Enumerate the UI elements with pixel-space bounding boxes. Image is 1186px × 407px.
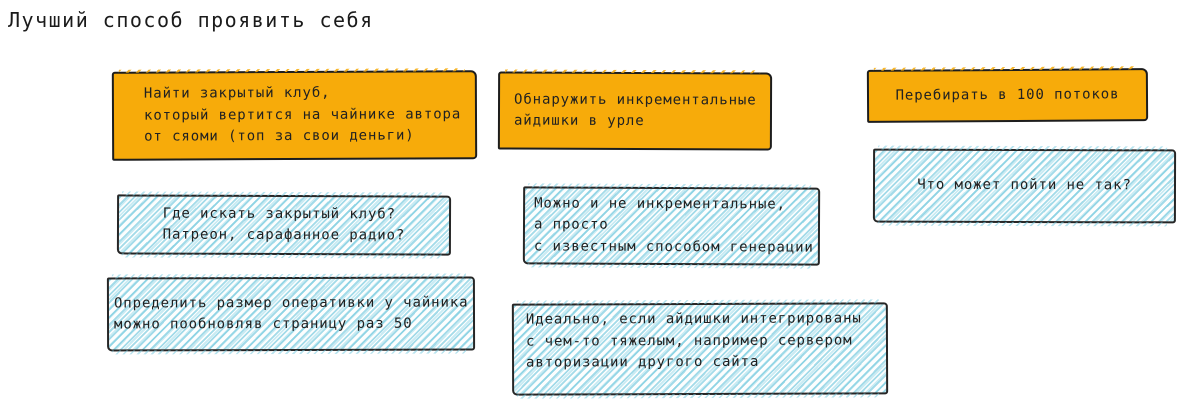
note-ids-integrated-with-heavy-backend[interactable]: Идеально, если айдишки интегрированы с ч… [511, 302, 889, 396]
note-text: Где искать закрытый клуб? Патреон, сараф… [162, 205, 406, 244]
note-text: Обнаружить инкрементальные айдишки в урл… [513, 91, 757, 130]
note-text: Что может пойти не так? [917, 176, 1132, 194]
note-bruteforce-100-threads[interactable]: Перебирать в 100 потоков [866, 68, 1149, 123]
note-incremental-ids-in-url[interactable]: Обнаружить инкрементальные айдишки в урл… [497, 71, 773, 151]
note-non-incremental-generation[interactable]: Можно и не инкрементальные, а просто с и… [522, 186, 821, 266]
note-where-to-find-club[interactable]: Где искать закрытый клуб? Патреон, сараф… [116, 194, 452, 256]
note-text: Идеально, если айдишки интегрированы с ч… [525, 310, 862, 371]
note-text: Определить размер оперативки у чайника м… [113, 294, 469, 333]
note-text: Можно и не инкрементальные, а просто с и… [533, 195, 814, 256]
note-what-could-go-wrong[interactable]: Что может пойти не так? [872, 148, 1177, 224]
note-text: Найти закрытый клуб, который вертится на… [143, 85, 462, 145]
note-ram-size-via-refresh[interactable]: Определить размер оперативки у чайника м… [106, 276, 476, 352]
note-text: Перебирать в 100 потоков [895, 86, 1120, 104]
note-find-private-club[interactable]: Найти закрытый клуб, который вертится на… [111, 70, 478, 161]
page-title: Лучший способ проявить себя [8, 8, 374, 32]
